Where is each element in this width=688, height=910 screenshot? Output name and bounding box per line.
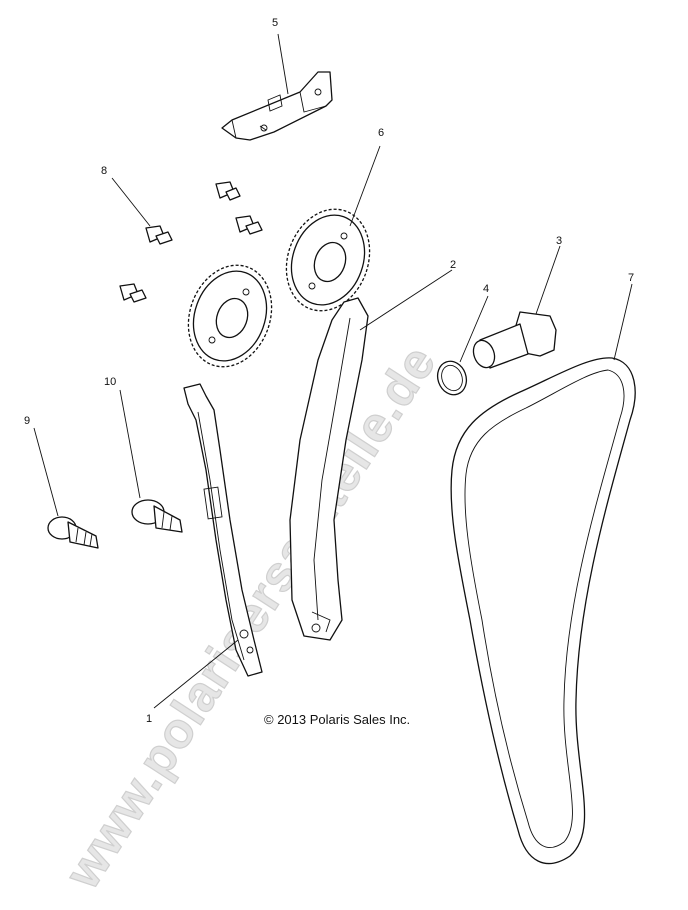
- leader-8: [111, 177, 151, 227]
- leader-5: [277, 33, 289, 95]
- leader-9: [33, 427, 59, 517]
- leader-10: [119, 389, 141, 499]
- leader-2: [359, 269, 453, 331]
- bolt-8d: [119, 283, 147, 303]
- callout-10: 10: [104, 376, 116, 388]
- callout-4: 4: [483, 283, 489, 295]
- part-5-bracket: [221, 71, 333, 141]
- leader-1: [153, 639, 239, 709]
- callout-6: 6: [378, 127, 384, 139]
- part-6-sprocket-upper: [285, 208, 371, 312]
- part-8-bolts: [119, 181, 263, 303]
- part-1-chain-guide: [183, 383, 263, 677]
- watermark-text: www.polarisersatzteile.de: [54, 335, 447, 898]
- bolt-8a: [215, 181, 241, 201]
- bolt-8b: [235, 215, 263, 235]
- copyright-notice: © 2013 Polaris Sales Inc.: [264, 712, 410, 727]
- part-4-o-ring: [436, 360, 468, 396]
- callout-9: 9: [24, 415, 30, 427]
- callout-2: 2: [450, 259, 456, 271]
- part-9-pivot-bolt: [47, 516, 99, 549]
- part-6-sprocket-lower: [187, 264, 273, 368]
- bolt-8c: [145, 225, 173, 245]
- leader-3: [535, 245, 561, 315]
- part-7-timing-chain: [450, 357, 636, 865]
- part-3-tensioner: [472, 311, 557, 369]
- leader-4: [459, 295, 489, 363]
- part-2-tensioner-guide: [289, 297, 369, 641]
- callout-1: 1: [146, 713, 152, 725]
- callout-3: 3: [556, 235, 562, 247]
- callout-8: 8: [101, 165, 107, 177]
- leader-6: [349, 145, 381, 227]
- callout-5: 5: [272, 17, 278, 29]
- leader-7: [613, 283, 633, 361]
- part-10-pivot-bolt: [131, 499, 183, 533]
- callout-7: 7: [628, 272, 634, 284]
